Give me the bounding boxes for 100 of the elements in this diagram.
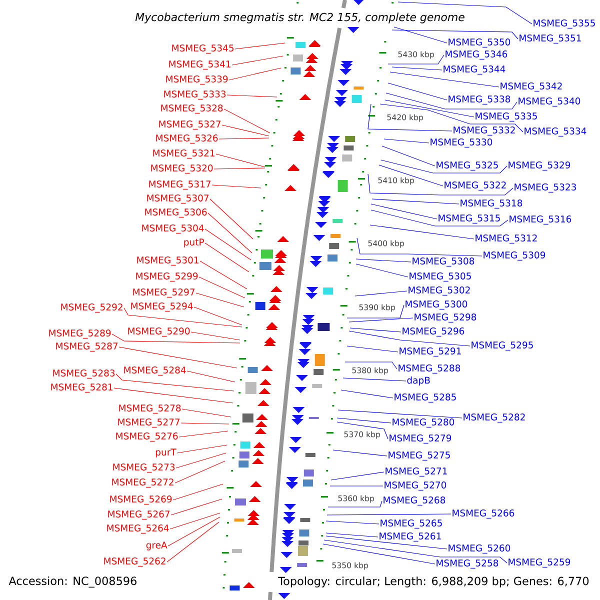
- leader-line: [348, 330, 470, 346]
- gene-label: MSMEG_5317: [149, 180, 211, 190]
- leader-line: [232, 56, 284, 66]
- gene-label: MSMEG_5264: [107, 524, 169, 534]
- gene-label: MSMEG_5280: [392, 418, 454, 428]
- gene-label: MSMEG_5330: [430, 138, 492, 148]
- leader-line: [382, 146, 436, 166]
- leader-line: [170, 512, 220, 530]
- gene-label: MSMEG_5295: [472, 341, 533, 351]
- gene-label: MSMEG_5258: [436, 559, 498, 569]
- gene-label: MSMEG_5304: [142, 224, 204, 234]
- leader-line: [216, 154, 266, 168]
- leader-line: [198, 276, 246, 298]
- gene-label: MSMEG_5270: [384, 481, 446, 491]
- gene-label: MSMEG_5287: [56, 342, 118, 352]
- gene-label: MSMEG_5289: [49, 329, 111, 339]
- gene-label: MSMEG_5285: [394, 393, 456, 403]
- gene-label: MSMEG_5291: [400, 347, 461, 357]
- leader-line: [326, 514, 452, 516]
- gene-label: MSMEG_5281: [51, 383, 112, 393]
- gene-label: MSMEG_5277: [118, 418, 180, 428]
- leader-line: [356, 258, 412, 262]
- leader-line: [384, 138, 430, 144]
- leader-line: [182, 408, 232, 418]
- gene-label: MSMEG_5323: [514, 183, 576, 193]
- leader-line: [234, 42, 286, 50]
- gene-label: MSMEG_5351: [520, 34, 581, 44]
- leader-line: [338, 410, 462, 418]
- gene-label: MSMEG_5273: [113, 463, 175, 473]
- gene-label: MSMEG_5282: [464, 413, 525, 423]
- gene-label: MSMEG_5315: [438, 214, 500, 224]
- leader-line: [324, 540, 508, 564]
- leader-line: [204, 228, 252, 260]
- leader-line: [322, 544, 436, 564]
- leader-line: [348, 318, 414, 322]
- gene-label: MSMEG_5296: [402, 327, 464, 337]
- gene-label: MSMEG_5306: [145, 208, 207, 218]
- leader-line: [326, 520, 380, 524]
- gene-label: MSMEG_5294: [131, 302, 193, 312]
- leader-line: [326, 532, 378, 538]
- gene-label: MSMEG_5341: [169, 60, 230, 70]
- leader-line: [356, 264, 408, 278]
- leader-line: [370, 224, 474, 240]
- leader-line: [390, 72, 500, 88]
- leader-line: [356, 238, 482, 256]
- leader-line: [186, 370, 236, 382]
- gene-label: MSMEG_5290: [128, 327, 190, 337]
- leader-line: [190, 332, 240, 340]
- leader-line: [336, 418, 392, 424]
- leader-line: [116, 374, 234, 392]
- gene-label: MSMEG_5335: [476, 112, 537, 122]
- gene-label: MSMEG_5344: [444, 65, 506, 75]
- gene-label: MSMEG_5292: [61, 303, 122, 313]
- leader-line: [218, 138, 270, 140]
- footer-text: Accession: NC_008596: [8, 576, 136, 588]
- gene-label: MSMEG_5308: [412, 257, 474, 267]
- leader-line: [166, 522, 220, 562]
- title: Mycobacterium smegmatis str. MC2 155, complete genome: [135, 12, 464, 24]
- leader-line: [196, 292, 244, 308]
- gene-label: MSMEG_5322: [444, 181, 506, 191]
- leader-line: [228, 68, 282, 80]
- leader-line: [124, 308, 242, 328]
- gene-label: greA: [146, 542, 168, 550]
- leader-line: [226, 94, 278, 98]
- leader-line: [384, 100, 474, 118]
- leader-line: [372, 198, 460, 204]
- leader-line: [388, 82, 448, 100]
- gene-label: MSMEG_5321: [153, 149, 214, 159]
- leader-line: [176, 444, 228, 454]
- gene-label: MSMEG_5339: [166, 75, 228, 85]
- gene-label: MSMEG_5316: [510, 215, 572, 225]
- leader-line: [336, 422, 388, 440]
- gene-label: MSMEG_5302: [408, 286, 470, 296]
- gene-label: MSMEG_5334: [524, 127, 586, 137]
- gene-label: MSMEG_5312: [476, 234, 537, 244]
- leader-line: [370, 204, 438, 220]
- gene-label: MSMEG_5355: [534, 19, 595, 29]
- gene-label: MSMEG_5284: [124, 366, 186, 376]
- leader-line: [180, 422, 230, 424]
- leader-line: [330, 472, 384, 480]
- gene-label: MSMEG_5260: [448, 544, 510, 554]
- leader-line: [168, 516, 220, 546]
- gene-label: MSMEG_5268: [384, 496, 446, 506]
- gene-label: MSMEG_5276: [116, 432, 178, 442]
- gene-label: MSMEG_5333: [164, 90, 226, 100]
- gene-label: MSMEG_5342: [500, 82, 562, 92]
- footer-text: Topology: circular; Length: 6,988,209 bp; Genes: 6,770: [278, 576, 589, 588]
- leader-line: [350, 328, 402, 332]
- gene-label: MSMEG_5266: [452, 509, 514, 519]
- gene-label: MSMEG_5279: [390, 434, 452, 444]
- leader-line: [172, 484, 224, 500]
- gene-label: MSMEG_5329: [508, 161, 570, 171]
- gene-label: MSMEG_5346: [446, 50, 508, 60]
- gene-label: MSMEG_5278: [119, 404, 181, 414]
- gene-label: MSMEG_5275: [388, 451, 450, 461]
- leader-line: [368, 174, 514, 196]
- gene-label: MSMEG_5327: [159, 120, 221, 130]
- gene-label: MSMEG_5307: [147, 194, 209, 204]
- gene-label: MSMEG_5269: [110, 495, 172, 505]
- gene-label: MSMEG_5320: [151, 164, 213, 174]
